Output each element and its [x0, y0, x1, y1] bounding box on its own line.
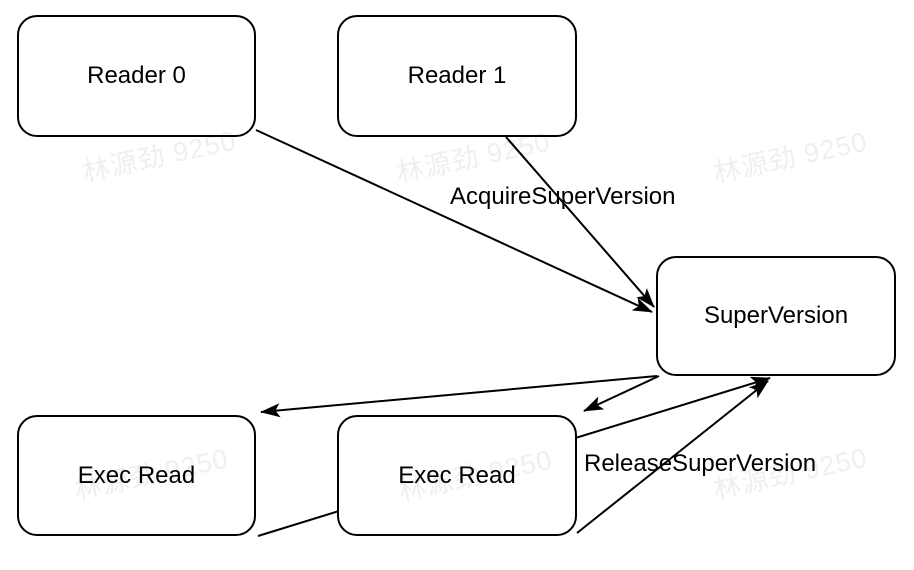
edge-exec-read-middle-to-superversion [576, 380, 769, 534]
node-exec-read-left: Exec Read [17, 415, 256, 536]
edge-reader-1-to-superversion [505, 136, 655, 308]
node-superversion-label: SuperVersion [703, 302, 849, 329]
node-exec-read-left-label: Exec Read [77, 461, 196, 489]
node-reader-0: Reader 0 [17, 15, 256, 137]
edge-superversion-to-exec-read-middle [583, 375, 660, 412]
edge-superversion-to-exec-read-left [260, 375, 658, 418]
node-superversion: SuperVersion [656, 256, 896, 376]
node-reader-1-label: Reader 1 [407, 62, 507, 89]
edge-reader-0-to-superversion [255, 129, 653, 313]
node-reader-1: Reader 1 [337, 15, 577, 137]
edge-label-release-superversion: ReleaseSuperVersion [584, 450, 817, 477]
node-exec-read-middle-label: Exec Read [398, 461, 516, 489]
node-exec-read-middle: Exec Read [337, 415, 577, 536]
node-reader-0-label: Reader 0 [87, 62, 186, 89]
edge-label-acquire-superversion: AcquireSuperVersion [450, 183, 676, 210]
